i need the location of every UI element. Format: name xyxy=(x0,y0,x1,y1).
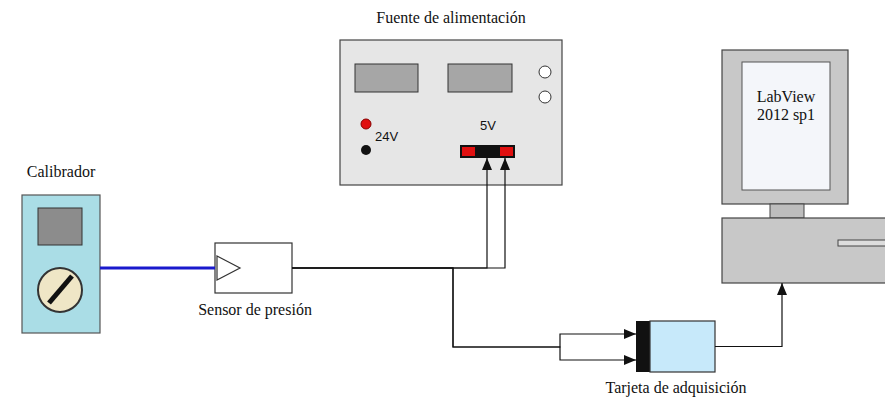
sensor-box: Sensor de presión xyxy=(215,243,292,293)
terminal-red xyxy=(462,147,475,156)
supply-knob xyxy=(539,66,551,78)
computer-case xyxy=(722,218,885,283)
screen-text: LabView 2012 sp1 xyxy=(749,88,823,125)
calibrator-body xyxy=(22,195,100,333)
device-label: Calibrador xyxy=(27,163,95,181)
voltage-label: 24V xyxy=(375,130,398,145)
acquisition-card: Tarjeta de adquisición xyxy=(636,321,715,372)
supply-display xyxy=(448,64,512,92)
power-supply: Fuente de alimentación24V5V xyxy=(340,40,562,185)
terminal-positive xyxy=(361,119,371,129)
tube-line xyxy=(100,267,215,270)
sensor-box xyxy=(215,243,292,293)
sensor-symbol xyxy=(217,256,240,280)
device-label: Sensor de presión xyxy=(198,301,312,319)
wire xyxy=(715,283,782,347)
card-connector xyxy=(636,321,650,372)
monitor-stand xyxy=(770,204,804,218)
supply-display xyxy=(355,64,418,92)
wire xyxy=(292,268,636,347)
calibrator-display xyxy=(38,208,82,245)
wire xyxy=(292,158,505,268)
voltage-label: 5V xyxy=(480,119,496,134)
drive-slot xyxy=(838,240,885,246)
terminal-red xyxy=(500,147,513,156)
terminal-block xyxy=(460,145,515,158)
calibrator: Calibrador xyxy=(22,195,100,333)
wire xyxy=(292,158,487,268)
calibrator-dial xyxy=(38,268,82,312)
monitor-screen xyxy=(742,62,830,190)
power-supply-case xyxy=(340,40,562,185)
card-body xyxy=(650,321,715,372)
dial-pointer xyxy=(49,276,72,303)
monitor xyxy=(722,50,848,204)
device-label: Tarjeta de adquisición xyxy=(605,379,746,397)
terminal-negative xyxy=(361,145,371,155)
supply-knob xyxy=(539,91,551,103)
computer: LabView 2012 sp1 xyxy=(722,50,885,283)
wire xyxy=(292,268,636,360)
device-label: Fuente de alimentación xyxy=(376,9,525,27)
